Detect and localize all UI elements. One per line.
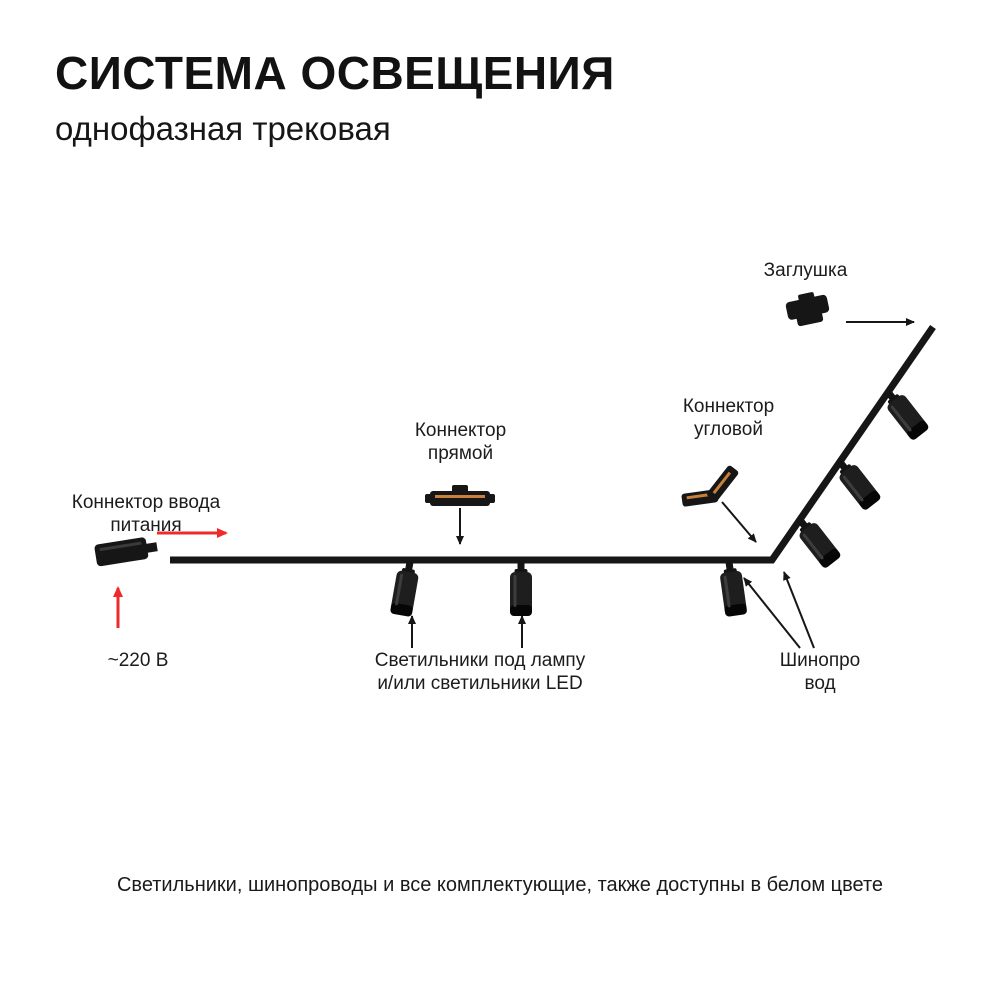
spotlight-icon — [831, 455, 882, 512]
end-cap-label: Заглушка — [763, 260, 848, 281]
power-input-connector-icon — [94, 537, 158, 567]
busbar-pointer-arrow — [743, 577, 801, 649]
straight-connector-icon — [425, 485, 495, 506]
end-cap-icon — [785, 292, 830, 327]
voltage-label: ~220 В — [107, 650, 169, 671]
power-connector-label: Коннектор ввода питания — [71, 492, 221, 536]
fixtures-label: Светильники под лампу и/или светильники … — [374, 650, 586, 694]
straight-connector-label: Коннектор прямой — [414, 420, 507, 464]
busbar-label: Шинопро вод — [779, 650, 861, 694]
spotlight-icon — [718, 560, 748, 618]
footer-note: Светильники, шинопроводы и все комплекту… — [116, 874, 884, 896]
corner-connector-pointer-arrow — [721, 501, 757, 543]
corner-connector-icon — [681, 465, 739, 507]
page-title: СИСТЕМА ОСВЕЩЕНИЯ — [55, 47, 615, 99]
spotlight-icon — [510, 562, 532, 616]
page-subtitle: однофазная трековая — [55, 110, 391, 147]
spotlight-icon — [879, 385, 930, 442]
corner-connector-label: Коннектор угловой — [682, 396, 775, 440]
busbar-pointer-arrow — [783, 571, 815, 649]
spotlight-icon — [389, 560, 421, 618]
spotlight-icon — [791, 513, 842, 570]
busbar-track — [170, 325, 936, 564]
